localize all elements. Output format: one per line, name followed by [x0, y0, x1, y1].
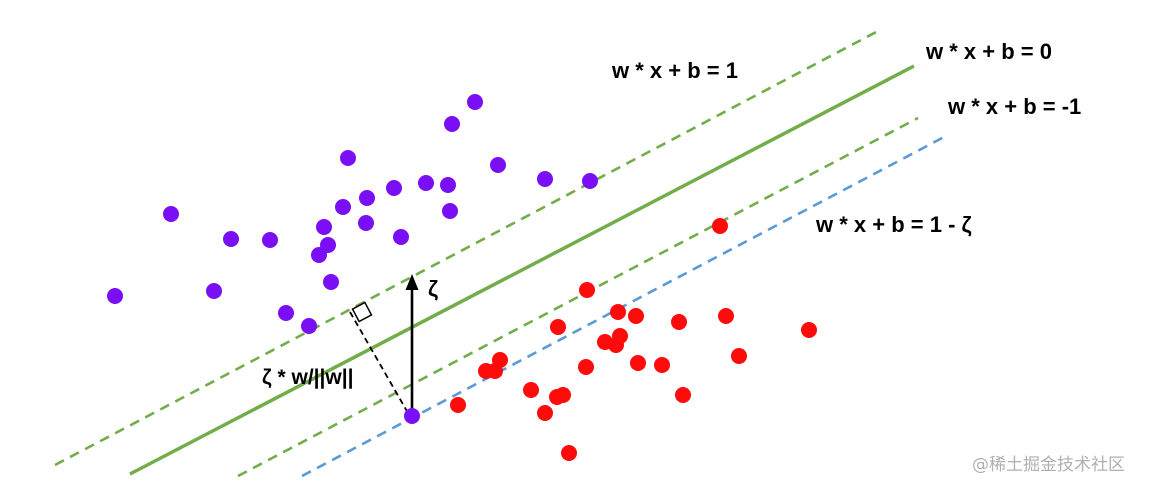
data-point-positive	[579, 282, 595, 298]
data-point-negative	[440, 177, 456, 193]
data-point-negative	[359, 190, 375, 206]
data-point-positive	[718, 308, 734, 324]
data-point-negative	[163, 206, 179, 222]
data-point-negative	[301, 318, 317, 334]
data-point-positive	[654, 357, 670, 373]
data-point-negative	[444, 116, 460, 132]
label-slack: ζ	[428, 276, 438, 301]
data-point-negative	[582, 173, 598, 189]
data-point-positive	[628, 308, 644, 324]
class-positive-points	[450, 218, 817, 461]
data-point-positive	[731, 348, 747, 364]
data-point-negative	[340, 150, 356, 166]
label-slack-margin: w * x + b = 1 - ζ	[815, 212, 972, 237]
label-slack-distance: ζ * w/||w||	[262, 366, 354, 389]
margin-line-positive	[54, 28, 881, 467]
watermark-text: @稀土掘金技术社区	[972, 455, 1125, 475]
data-point-positive	[561, 445, 577, 461]
data-point-negative	[278, 305, 294, 321]
data-point-positive	[671, 314, 687, 330]
data-point-negative	[490, 157, 506, 173]
data-point-positive	[450, 397, 466, 413]
label-hyperplane: w * x + b = 0	[925, 39, 1052, 64]
slack-distance-dashed-line	[349, 311, 409, 414]
data-point-negative	[323, 274, 339, 290]
data-point-positive	[712, 218, 728, 234]
data-point-negative	[262, 232, 278, 248]
data-point-positive	[537, 405, 553, 421]
data-point-negative	[223, 231, 239, 247]
data-point-positive	[675, 387, 691, 403]
data-point-positive	[549, 389, 565, 405]
data-point-negative	[358, 215, 374, 231]
data-point-negative	[107, 288, 123, 304]
data-point-positive	[550, 319, 566, 335]
label-margin-positive: w * x + b = 1	[611, 58, 738, 83]
label-margin-negative: w * x + b = -1	[947, 94, 1081, 119]
data-point-positive	[578, 359, 594, 375]
data-point-negative	[316, 219, 332, 235]
data-point-positive	[630, 355, 646, 371]
data-point-positive	[801, 322, 817, 338]
data-point-positive	[523, 382, 539, 398]
slack-arrow-head	[405, 274, 419, 290]
data-point-negative	[393, 229, 409, 245]
right-angle-marker	[351, 301, 373, 323]
data-point-negative	[442, 203, 458, 219]
data-point-negative	[311, 247, 327, 263]
data-point-positive	[608, 337, 624, 353]
data-point-negative	[467, 94, 483, 110]
hyperplane-line	[129, 64, 915, 476]
data-point-negative	[537, 171, 553, 187]
class-negative-points	[107, 94, 598, 424]
data-point-negative-misclassified	[404, 408, 420, 424]
data-point-positive	[487, 363, 503, 379]
data-point-negative	[386, 180, 402, 196]
data-point-negative	[335, 199, 351, 215]
data-point-negative	[206, 283, 222, 299]
margin-line-negative	[237, 116, 919, 478]
data-point-positive	[610, 304, 626, 320]
data-point-negative	[418, 175, 434, 191]
